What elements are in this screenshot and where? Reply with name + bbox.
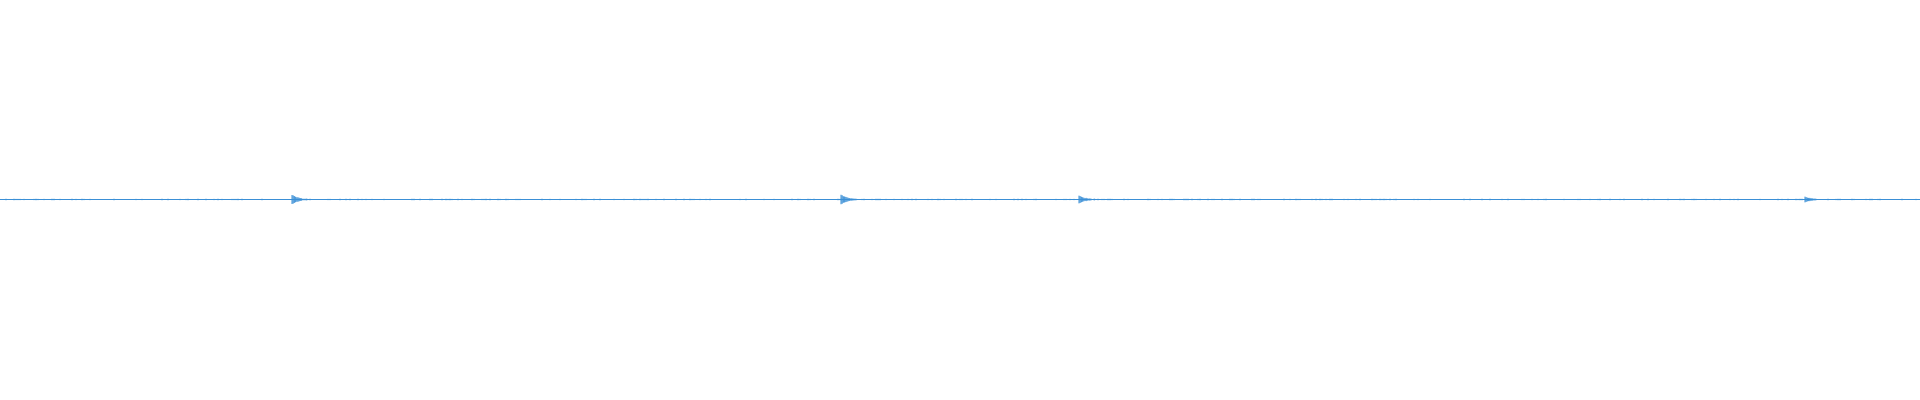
waveform-transient-4 xyxy=(1804,196,1822,203)
waveform-noise xyxy=(0,198,1919,201)
waveform-transient-1 xyxy=(291,194,309,205)
waveform-transient-2 xyxy=(840,194,858,205)
waveform-transients xyxy=(291,194,1822,205)
waveform-samples xyxy=(0,198,1919,201)
waveform-transient-3 xyxy=(1078,195,1096,204)
